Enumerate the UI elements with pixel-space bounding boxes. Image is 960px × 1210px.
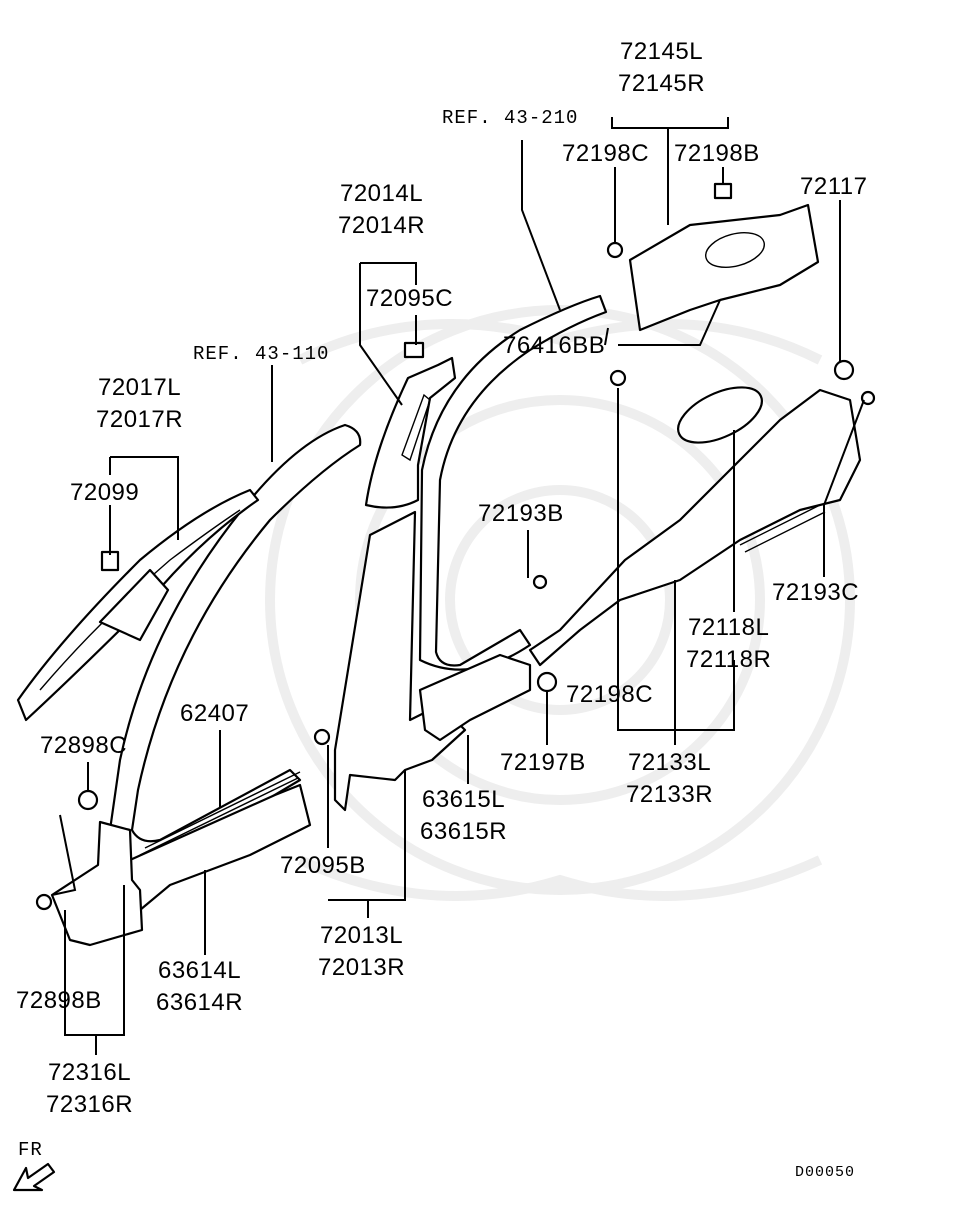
callout-63615-line-1: 63615L	[421, 786, 506, 813]
callout-72898c[interactable]: 72898C	[40, 730, 127, 762]
callout-72198c-mid-line-1: 72198C	[566, 681, 654, 708]
callout-72133-line-2: 72133R	[626, 781, 714, 808]
callout-72193b-line-1: 72193B	[478, 500, 564, 527]
callout-72197b-line-1: 72197B	[500, 749, 586, 776]
callout-72316-line-2: 72316R	[46, 1091, 134, 1118]
callout-72118[interactable]: 72118L 72118R	[686, 612, 771, 676]
callout-72145-line-1: 72145L	[619, 38, 704, 65]
callout-72193c-line-1: 72193C	[772, 579, 860, 606]
watermark-logo	[265, 305, 855, 901]
callout-72095b[interactable]: 72095B	[280, 850, 366, 882]
callout-72898c-line-1: 72898C	[40, 732, 128, 759]
callout-72095c[interactable]: 72095C	[366, 283, 453, 315]
callout-72316-line-1: 72316L	[47, 1059, 132, 1086]
callout-63615[interactable]: 63615L 63615R	[420, 784, 507, 848]
callout-72133[interactable]: 72133L 72133R	[626, 747, 713, 811]
callout-72145-line-2: 72145R	[618, 70, 706, 97]
callout-72198c-mid[interactable]: 72198C	[566, 679, 653, 711]
callout-72145[interactable]: 72145L 72145R	[618, 36, 705, 100]
callout-72099-line-1: 72099	[70, 479, 140, 506]
callout-72013-line-2: 72013R	[318, 954, 406, 981]
callout-72117-line-1: 72117	[800, 173, 868, 200]
callout-62407[interactable]: 62407	[180, 698, 249, 730]
callout-72193c[interactable]: 72193C	[772, 577, 859, 609]
callout-72095b-line-1: 72095B	[280, 852, 366, 879]
b-pillar-upper-trim	[364, 356, 457, 509]
callout-72118-line-2: 72118R	[686, 646, 772, 673]
callout-72095c-line-1: 72095C	[366, 285, 454, 312]
callout-72099[interactable]: 72099	[70, 477, 139, 509]
callout-72017[interactable]: 72017L 72017R	[96, 372, 183, 436]
callout-72014-line-1: 72014L	[339, 180, 424, 207]
callout-72013-line-1: 72013L	[319, 922, 404, 949]
callout-63614[interactable]: 63614L 63614R	[156, 955, 243, 1019]
front-direction-arrow	[12, 1162, 56, 1192]
a-pillar-trim	[16, 488, 260, 722]
leader-lines	[51, 117, 865, 1055]
callout-72133-line-1: 72133L	[627, 749, 712, 776]
clips	[35, 182, 876, 911]
callout-76416bb[interactable]: 76416BB	[503, 330, 605, 362]
front-kick-panel	[50, 820, 144, 947]
direction-label: FR	[18, 1139, 43, 1161]
callout-72198b[interactable]: 72198B	[674, 138, 760, 170]
callout-63614-line-2: 63614R	[156, 989, 244, 1016]
callout-62407-line-1: 62407	[180, 700, 250, 727]
callout-63614-line-1: 63614L	[157, 957, 242, 984]
callout-76416bb-line-1: 76416BB	[503, 332, 606, 359]
ref-label-43-110[interactable]: REF. 43-110	[193, 343, 330, 365]
scuff-plates	[128, 653, 532, 912]
callout-72013[interactable]: 72013L 72013R	[318, 920, 405, 984]
callout-72017-line-2: 72017R	[96, 406, 184, 433]
door-opening-seal-rear	[418, 294, 608, 671]
callout-72118-line-1: 72118L	[687, 614, 770, 641]
callout-72898b[interactable]: 72898B	[16, 985, 102, 1017]
callout-63615-line-2: 63615R	[420, 818, 508, 845]
callout-72197b[interactable]: 72197B	[500, 747, 586, 779]
callout-72898b-line-1: 72898B	[16, 987, 102, 1014]
ref-label-43-210[interactable]: REF. 43-210	[442, 107, 579, 129]
callout-72198c-top[interactable]: 72198C	[562, 138, 649, 170]
callout-72193b[interactable]: 72193B	[478, 498, 564, 530]
callout-72198c-top-line-1: 72198C	[562, 140, 650, 167]
quarter-trim-lower	[528, 386, 862, 667]
callout-72117[interactable]: 72117	[800, 171, 867, 203]
callout-72014[interactable]: 72014L 72014R	[338, 178, 425, 242]
quarter-trim-upper	[628, 203, 820, 332]
callout-72198b-line-1: 72198B	[674, 140, 760, 167]
callout-72017-line-1: 72017L	[97, 374, 182, 401]
door-opening-seal-front	[108, 423, 362, 864]
callout-72316[interactable]: 72316L 72316R	[46, 1057, 133, 1121]
drawing-code: D00050	[795, 1164, 856, 1181]
callout-72014-line-2: 72014R	[338, 212, 426, 239]
